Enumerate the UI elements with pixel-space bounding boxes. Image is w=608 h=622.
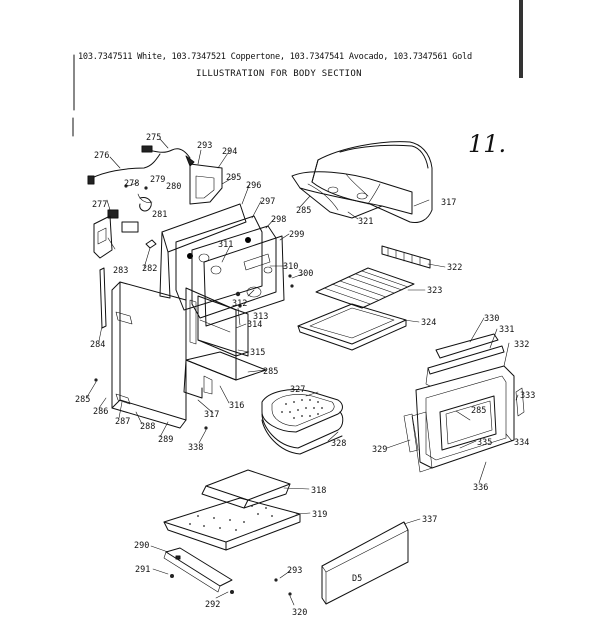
part-label-318: 318 <box>311 486 326 496</box>
screws-lower <box>94 378 292 596</box>
part-label-298: 298 <box>271 215 286 225</box>
part-label-323: 323 <box>427 286 442 296</box>
part-label-316: 316 <box>229 401 244 411</box>
bottom-panel-319 <box>163 497 301 551</box>
part-label-315: 315 <box>250 348 265 358</box>
part-label-332: 332 <box>514 340 529 350</box>
part-label-281: 281 <box>152 210 167 220</box>
spacer-282 <box>145 239 157 249</box>
part-label-285-left: 285 <box>75 395 90 405</box>
part-label-313: 313 <box>253 312 268 322</box>
part-label-328: 328 <box>331 439 346 449</box>
part-label-285-top: 285 <box>296 206 311 216</box>
part-label-299: 299 <box>289 230 304 240</box>
trim-strip-284 <box>99 267 107 329</box>
scan-margin-mark <box>519 0 523 78</box>
fasteners-310-313 <box>235 274 294 308</box>
part-label-275: 275 <box>146 133 161 143</box>
part-label-280: 280 <box>166 182 181 192</box>
part-label-288: 288 <box>140 422 155 432</box>
diagram-title: ILLUSTRATION FOR BODY SECTION <box>196 69 362 79</box>
door-trim-331 <box>425 345 505 387</box>
part-label-276: 276 <box>94 151 109 161</box>
side-panel-289 <box>111 281 187 429</box>
griddle-328 <box>261 411 344 455</box>
part-label-278: 278 <box>124 179 139 189</box>
part-label-331: 331 <box>499 325 514 335</box>
back-panel-296 <box>159 203 247 299</box>
part-label-277: 277 <box>92 200 107 210</box>
part-label-293-upper: 293 <box>197 141 212 151</box>
part-label-337: 337 <box>422 515 437 525</box>
part-label-310: 310 <box>283 262 298 272</box>
lower-channel-316 <box>183 351 267 399</box>
part-label-282: 282 <box>142 264 157 274</box>
model-numbers-line: 103.7347511 White, 103.7347521 Copperton… <box>78 52 472 62</box>
terminal-block-277 <box>107 209 139 233</box>
side-panel-315 <box>197 295 249 357</box>
part-label-330: 330 <box>484 314 499 324</box>
part-labels: 275 276 277 278 279 280 281 282 283 284 … <box>75 133 535 618</box>
bracket-281 <box>139 197 152 212</box>
drawer-front-337 <box>321 521 409 605</box>
part-label-329: 329 <box>372 445 387 455</box>
broiler-pan-324 <box>297 303 407 351</box>
oven-rack-323 <box>315 267 415 309</box>
part-label-300: 300 <box>298 269 313 279</box>
part-label-334: 334 <box>514 438 529 448</box>
power-cord-275 <box>141 145 195 167</box>
drawer-panel-code: D5 <box>352 574 362 584</box>
part-label-336: 336 <box>473 483 488 493</box>
part-label-284: 284 <box>90 340 105 350</box>
part-label-287: 287 <box>115 417 130 427</box>
page-marker: 11. <box>468 130 507 158</box>
part-label-319: 319 <box>312 510 327 520</box>
part-label-327: 327 <box>290 385 305 395</box>
part-label-295: 295 <box>226 173 241 183</box>
part-label-317-lower: 317 <box>204 410 219 420</box>
part-label-338: 338 <box>188 443 203 453</box>
leader-lines <box>86 138 519 606</box>
page-corner-marks <box>72 54 75 137</box>
drawer-tray-318 <box>201 469 291 509</box>
part-label-333: 333 <box>520 391 535 401</box>
part-label-312: 312 <box>232 299 247 309</box>
part-label-291: 291 <box>135 565 150 575</box>
part-label-279: 279 <box>150 175 165 185</box>
back-panel-294 <box>189 163 223 205</box>
part-label-320: 320 <box>292 608 307 618</box>
kick-rail-290 <box>163 547 233 593</box>
part-label-292: 292 <box>205 600 220 610</box>
part-label-294: 294 <box>222 147 237 157</box>
part-label-286: 286 <box>93 407 108 417</box>
door-liner-335 <box>403 387 525 473</box>
part-label-290: 290 <box>134 541 149 551</box>
part-label-285-door: 285 <box>471 406 486 416</box>
part-label-324: 324 <box>421 318 436 328</box>
part-label-335: 335 <box>477 438 492 448</box>
part-label-285-middle: 285 <box>263 367 278 377</box>
part-label-317-upper: 317 <box>441 198 456 208</box>
back-panel-299 <box>203 235 285 327</box>
part-label-314: 314 <box>247 320 262 330</box>
part-label-322: 322 <box>447 263 462 273</box>
side-bracket-283 <box>93 215 113 259</box>
part-label-297: 297 <box>260 197 275 207</box>
part-label-289: 289 <box>158 435 173 445</box>
part-label-293-lower: 293 <box>287 566 302 576</box>
part-label-311: 311 <box>218 240 233 250</box>
part-label-283: 283 <box>113 266 128 276</box>
griddle-327 <box>261 389 343 433</box>
oven-door-332 <box>415 365 515 469</box>
door-trim-330 <box>435 333 499 359</box>
wire-276 <box>87 153 161 185</box>
rack-322 <box>381 245 431 269</box>
part-label-296: 296 <box>246 181 261 191</box>
screws-278-280 <box>124 184 153 203</box>
oven-top-assembly <box>291 141 433 223</box>
part-label-321: 321 <box>358 217 373 227</box>
